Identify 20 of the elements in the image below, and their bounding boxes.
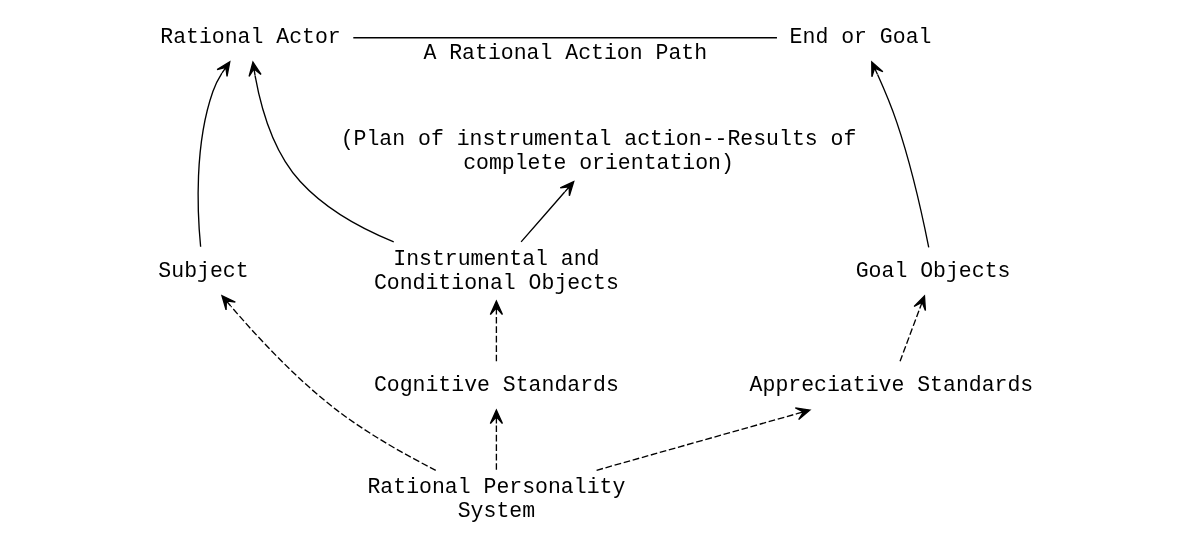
edge-label: A Rational Action Path xyxy=(422,40,707,65)
node-text: Goal Objects xyxy=(855,258,1010,283)
arrow xyxy=(197,61,230,248)
node-text: Rational Personality System xyxy=(366,474,625,524)
node-text: Instrumental and Conditional Objects xyxy=(373,246,619,295)
node-text: Appreciative Standards xyxy=(749,372,1033,397)
arrow xyxy=(247,61,394,243)
node-text: (Plan of instrumental action--Results of complete orientation) xyxy=(340,126,856,176)
arrow xyxy=(595,407,811,471)
node-text: Rational Actor xyxy=(159,24,341,49)
arrow xyxy=(519,181,574,243)
arrow xyxy=(489,409,503,471)
arrow xyxy=(898,295,926,362)
arrow xyxy=(489,300,503,362)
arrow xyxy=(220,295,436,471)
node-text: Cognitive Standards xyxy=(373,372,619,397)
connector xyxy=(352,37,778,39)
arrow xyxy=(870,61,929,248)
node-text: Subject xyxy=(157,258,249,283)
node-text: End or Goal xyxy=(789,24,931,49)
